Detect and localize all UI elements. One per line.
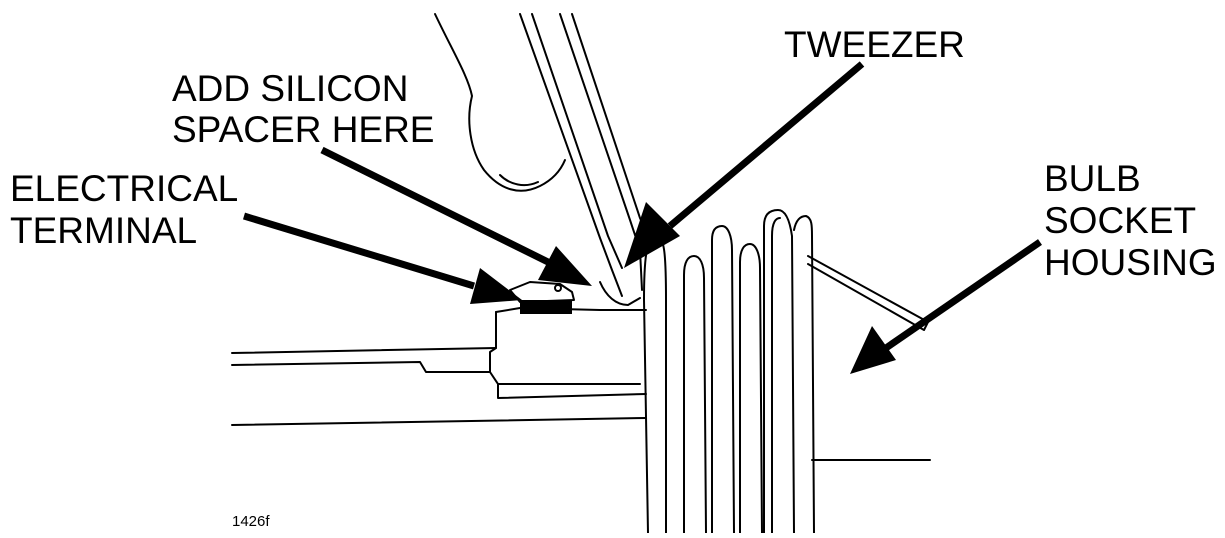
label-silicon-spacer-line2: SPACER HERE	[172, 109, 435, 150]
tweezer-tip	[599, 281, 641, 306]
finger-tip-curve	[499, 174, 539, 187]
socket-tab	[807, 255, 929, 331]
terminal-block	[520, 300, 572, 314]
ring-4-inner	[771, 217, 781, 534]
label-bulb-socket-housing-line3: HOUSING	[1044, 242, 1217, 283]
tweezer-arm-right	[559, 13, 643, 291]
finger-outline	[434, 13, 566, 192]
figure-number: 1426f	[232, 513, 270, 530]
arrow-bulb-socket-housing	[850, 239, 1042, 374]
tweezer-arm-left-inner	[531, 13, 623, 269]
housing-flange-left	[643, 299, 649, 534]
shaft-body	[489, 311, 641, 385]
shaft-lower-line	[231, 417, 647, 426]
label-electrical-terminal-line2: TERMINAL	[10, 210, 198, 251]
tweezer-arm-right-inner	[571, 13, 649, 237]
ring-4	[763, 209, 795, 534]
terminal-clip	[509, 281, 575, 303]
label-bulb-socket-housing-line1: BULB	[1044, 158, 1141, 199]
ring-3	[739, 243, 763, 534]
shaft-mid-line	[497, 383, 647, 399]
tweezer-arm-left	[519, 13, 623, 297]
label-bulb-socket-housing-line2: SOCKET	[1044, 200, 1197, 241]
arrow-tweezer	[624, 61, 865, 268]
ring-2	[711, 225, 735, 534]
label-tweezer: TWEEZER	[784, 24, 965, 65]
arrow-electrical-terminal	[242, 212, 522, 304]
terminal-screw	[554, 284, 562, 292]
ring-5	[793, 215, 815, 534]
ring-1	[683, 255, 707, 534]
label-electrical-terminal-line1: ELECTRICAL	[10, 168, 239, 209]
shaft-upper-line	[231, 347, 497, 354]
shaft-upper-line-2	[231, 361, 491, 373]
label-silicon-spacer-line1: ADD SILICON	[172, 68, 409, 109]
arrow-silicon-spacer	[320, 146, 592, 286]
